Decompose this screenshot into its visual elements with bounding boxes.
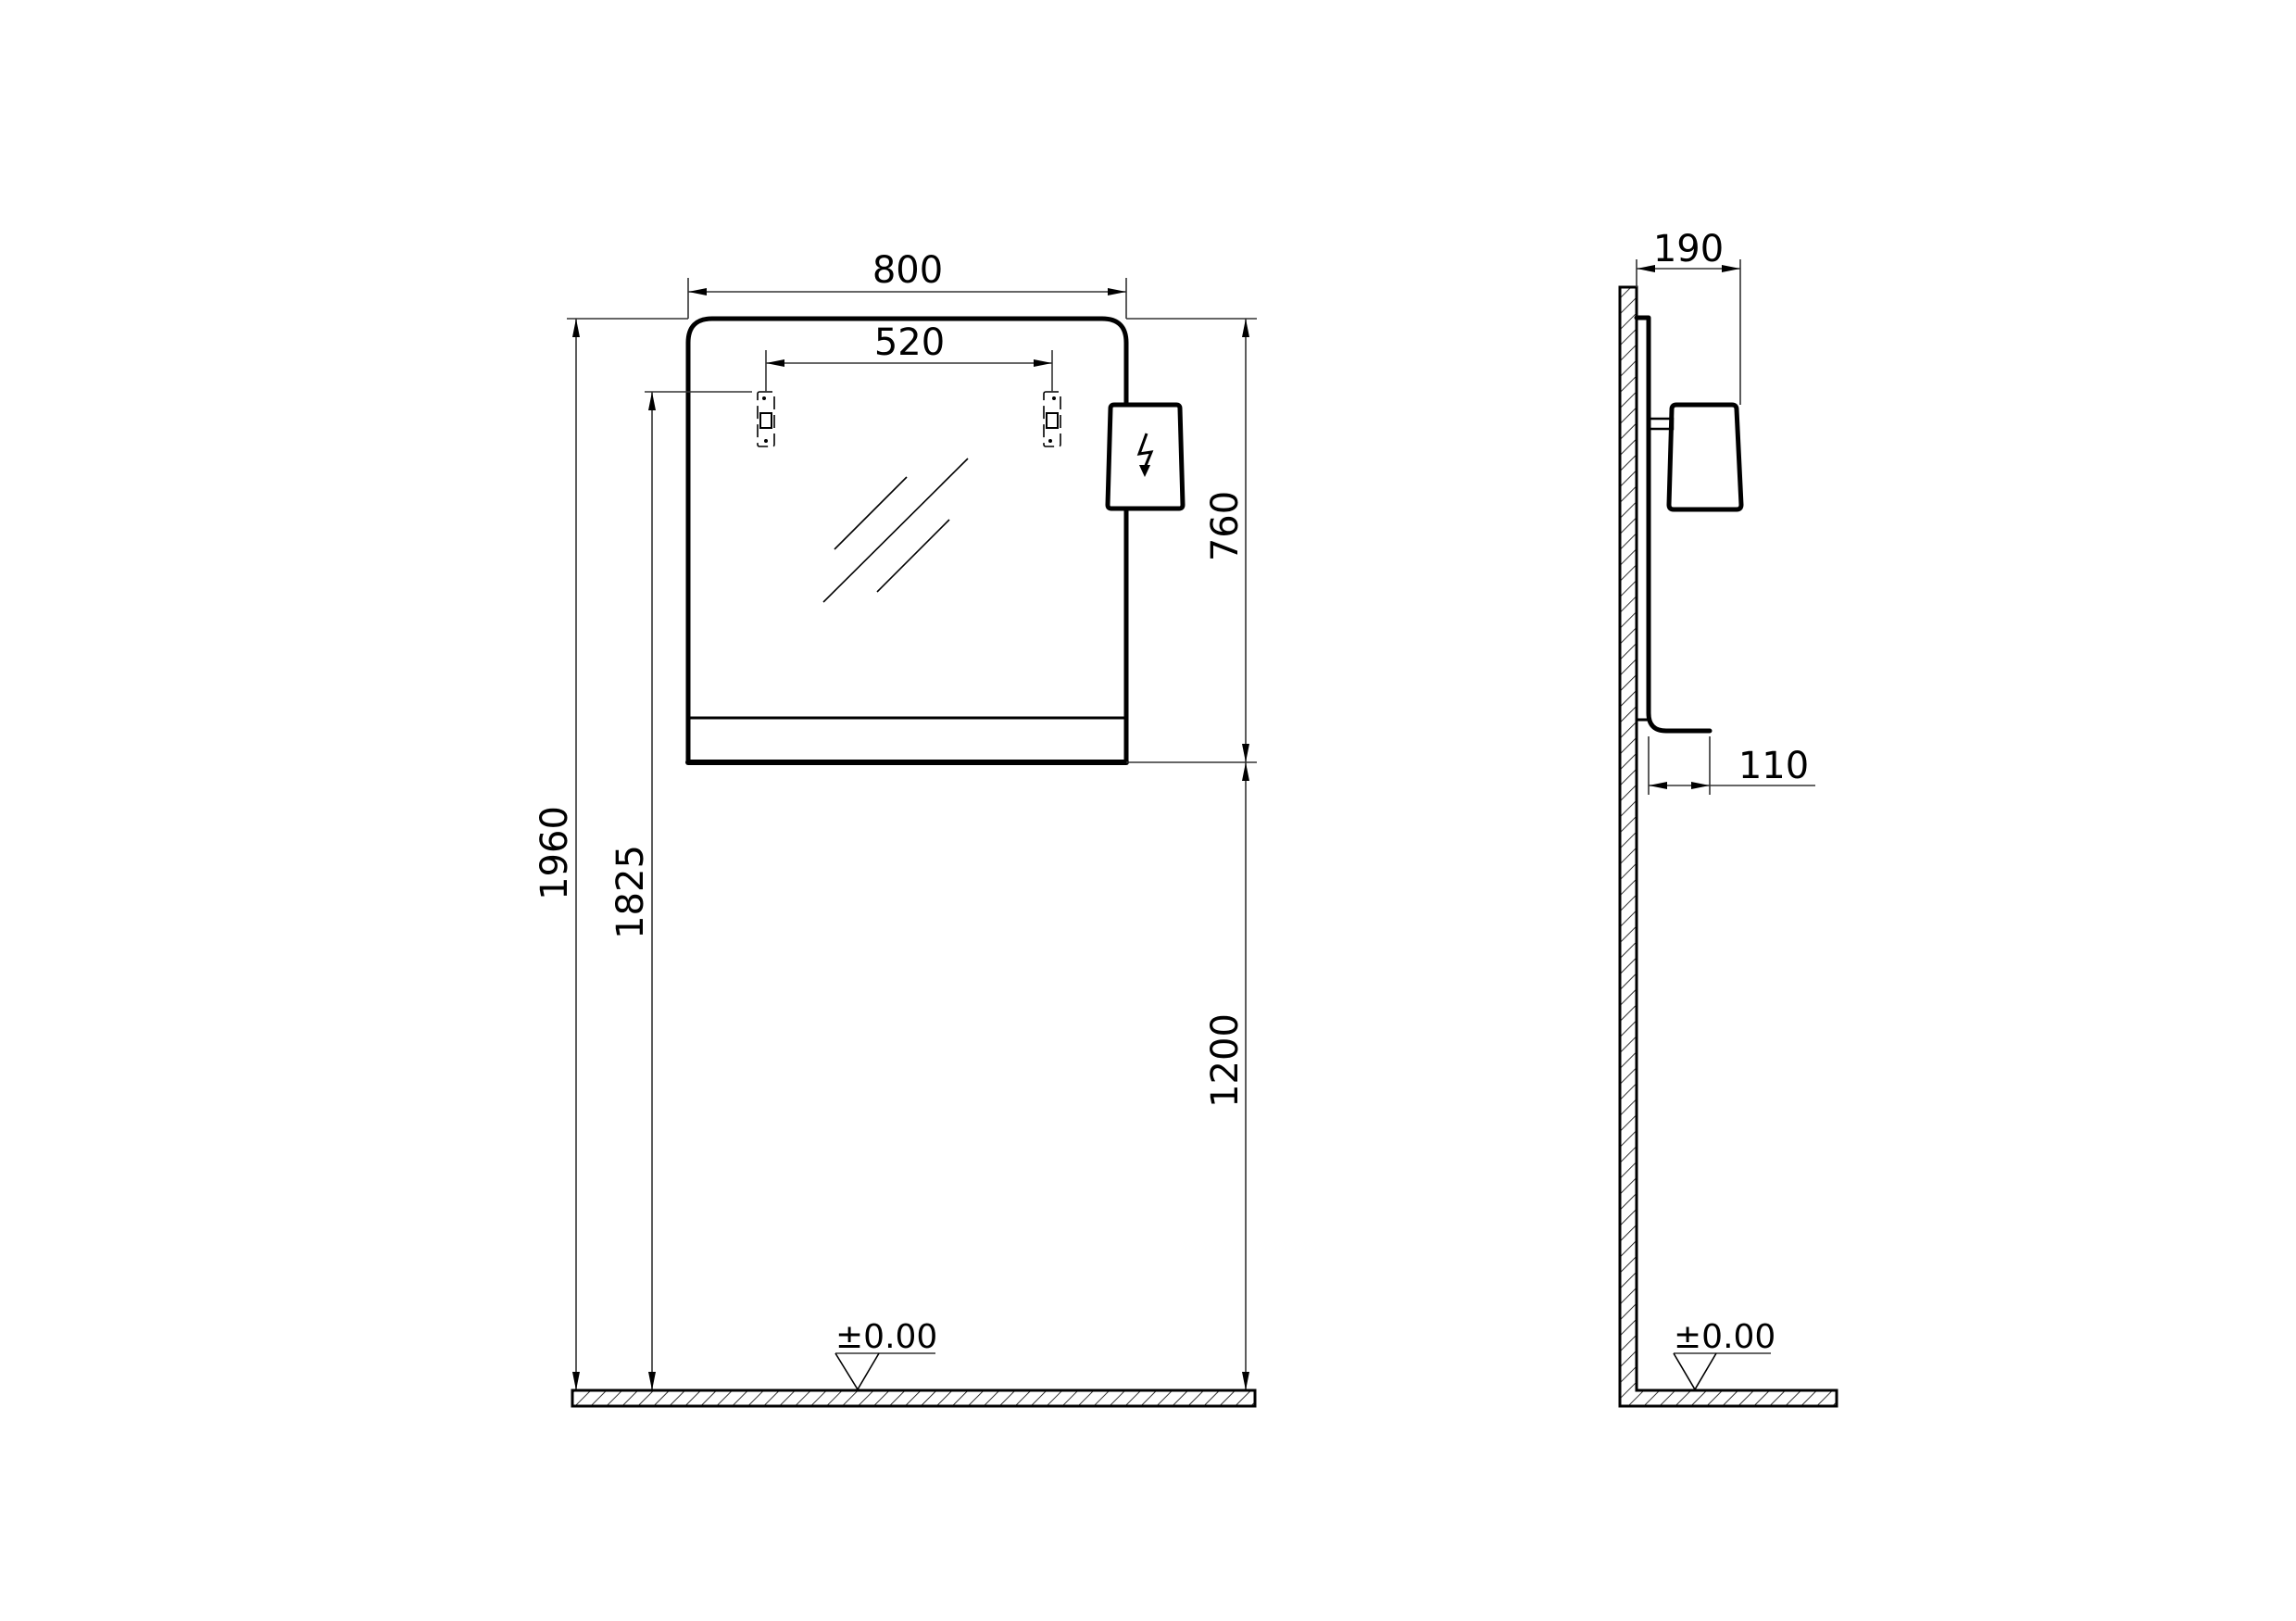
mirror-outline: [685, 316, 1129, 765]
dimension-label-110: 110: [1738, 745, 1809, 787]
lamp-side: [1648, 402, 1744, 512]
dimension-1200: 1200: [1204, 762, 1249, 1390]
dimension-800: 800: [687, 249, 1127, 319]
front-view: 800 520 760 1200 1960: [533, 249, 1257, 1408]
dimension-label-760: 760: [1204, 491, 1247, 561]
dimension-label-190: 190: [1653, 228, 1724, 270]
dimension-label-520: 520: [874, 321, 945, 364]
dimension-1825: 1825: [609, 391, 752, 1390]
floor-level-label-side: ±0.00: [1674, 1318, 1775, 1356]
dimension-520: 520: [765, 321, 1053, 392]
level-marker-side: ±0.00: [1673, 1318, 1775, 1391]
dimension-760: 760: [1126, 318, 1257, 763]
dimension-label-1200: 1200: [1204, 1013, 1247, 1108]
dimension-label-1960: 1960: [533, 806, 576, 900]
dimension-1960: 1960: [533, 318, 688, 1390]
glass-reflection-icon: [822, 458, 969, 603]
mirror-front: [685, 316, 1129, 765]
mirror-side-profile: [1634, 315, 1713, 734]
wall-bracket-right: [1043, 391, 1061, 447]
dimension-190: 190: [1636, 228, 1741, 405]
dimension-label-800: 800: [872, 249, 943, 292]
level-marker-front: ±0.00: [834, 1318, 937, 1391]
floor-front: [571, 1389, 1257, 1408]
side-view: 190 110 ±0.00: [1618, 228, 1838, 1408]
wall-bracket-left: [757, 391, 775, 447]
dimension-label-1825: 1825: [609, 845, 652, 939]
lamp-front: [1105, 402, 1186, 511]
floor-level-label: ±0.00: [835, 1318, 937, 1356]
lightning-bolt-icon: [1136, 433, 1154, 477]
dimension-110: 110: [1648, 736, 1815, 795]
wall-section: [1618, 285, 1838, 1408]
